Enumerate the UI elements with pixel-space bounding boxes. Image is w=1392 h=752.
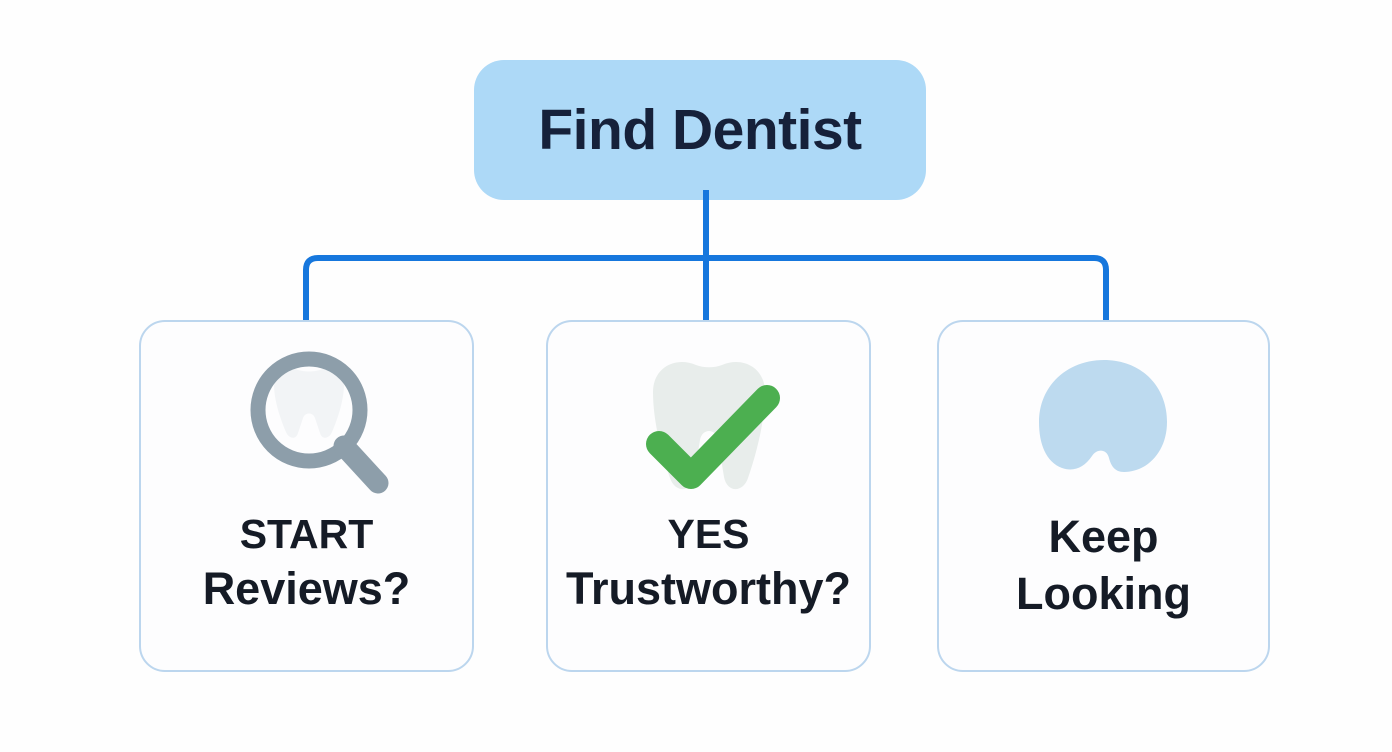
node-label-primary: START: [239, 511, 374, 557]
magnifier-handle: [333, 435, 388, 494]
node-card-yes[interactable]: YES Trustworthy?: [546, 320, 871, 672]
node-card-row: START Reviews? YES Trustworthy?: [0, 320, 1392, 676]
blob-shape: [1038, 360, 1167, 472]
magnifier-tooth-icon: [212, 348, 402, 508]
root-node-find-dentist[interactable]: Find Dentist: [474, 60, 926, 200]
node-card-labels: START Reviews?: [141, 511, 472, 615]
node-card-labels: Keep Looking: [939, 512, 1268, 619]
node-label-primary: Keep: [1048, 511, 1159, 562]
tooth-blob-icon: [1029, 348, 1179, 508]
node-label-primary: YES: [667, 511, 750, 557]
check-mark: [645, 385, 780, 489]
root-node-title: Find Dentist: [538, 97, 862, 162]
tooth-shape: [273, 368, 344, 438]
node-card-keep-looking[interactable]: Keep Looking: [937, 320, 1270, 672]
node-label-secondary: Reviews?: [202, 563, 411, 615]
magnifier-lens: [250, 351, 367, 469]
connector-lines: [303, 190, 1109, 323]
node-card-labels: YES Trustworthy?: [548, 511, 869, 615]
connector-bus-horizontal: [303, 255, 1109, 323]
node-label-secondary: Looking: [1016, 567, 1191, 619]
node-label-secondary: Trustworthy?: [565, 563, 851, 615]
tooth-check-icon: [619, 348, 799, 508]
node-card-start[interactable]: START Reviews?: [139, 320, 474, 672]
